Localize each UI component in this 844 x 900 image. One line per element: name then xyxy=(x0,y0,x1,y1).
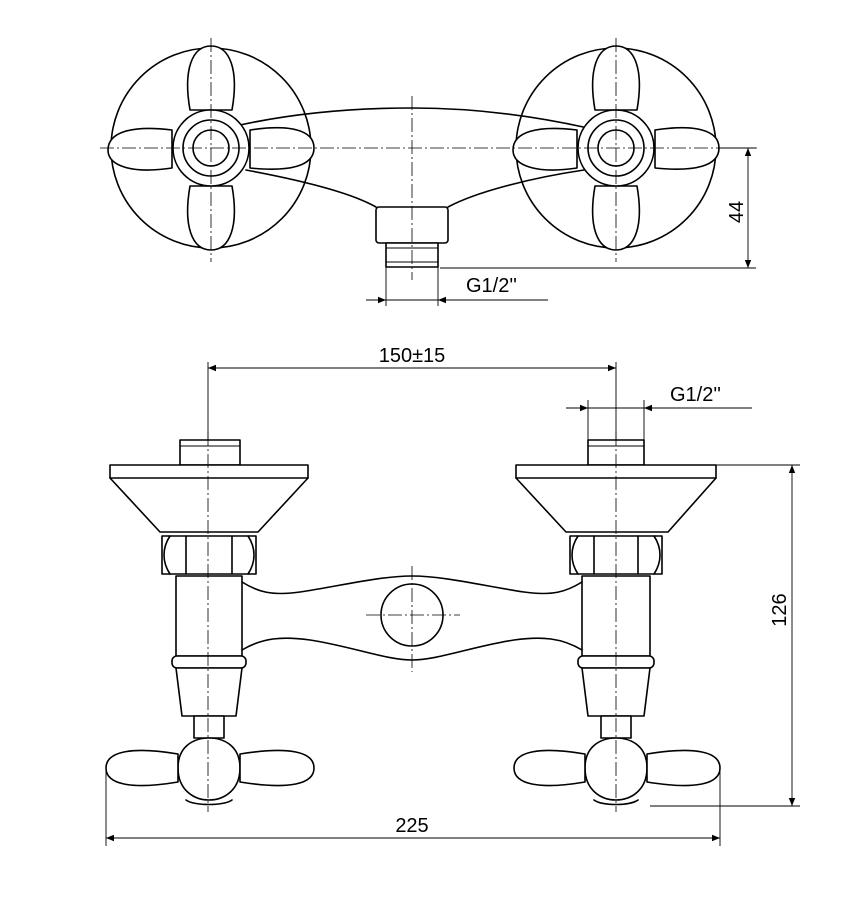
top-thread-label: G1/2'' xyxy=(466,275,517,297)
left-collar xyxy=(171,655,247,669)
front-thread-label: G1/2'' xyxy=(670,384,721,406)
left-spindle xyxy=(193,715,225,739)
front-right-valve xyxy=(513,439,721,806)
left-nut xyxy=(161,535,257,575)
center-distance-label: 150±15 xyxy=(379,345,446,367)
front-view: 150±15 G1/2'' xyxy=(105,345,800,846)
right-handle-lever-right xyxy=(646,749,721,787)
top-view: 44 G1/2'' xyxy=(100,38,760,306)
depth-dimension-label: 44 xyxy=(726,201,748,223)
front-left-valve xyxy=(105,439,315,806)
left-handle-hub xyxy=(177,737,241,801)
left-handle-lever-right xyxy=(239,749,315,787)
left-bonnet xyxy=(175,667,243,717)
left-handle-lever-left xyxy=(105,749,179,787)
top-body-lower xyxy=(245,169,585,208)
left-inlet-thread xyxy=(179,439,241,466)
right-handle-lever-left xyxy=(513,749,586,787)
height-dimension-label: 126 xyxy=(769,593,791,626)
width-dimension-label: 225 xyxy=(395,815,428,837)
top-body-upper xyxy=(239,107,589,129)
left-body-block xyxy=(175,575,243,657)
left-s-union-flange xyxy=(109,464,309,533)
